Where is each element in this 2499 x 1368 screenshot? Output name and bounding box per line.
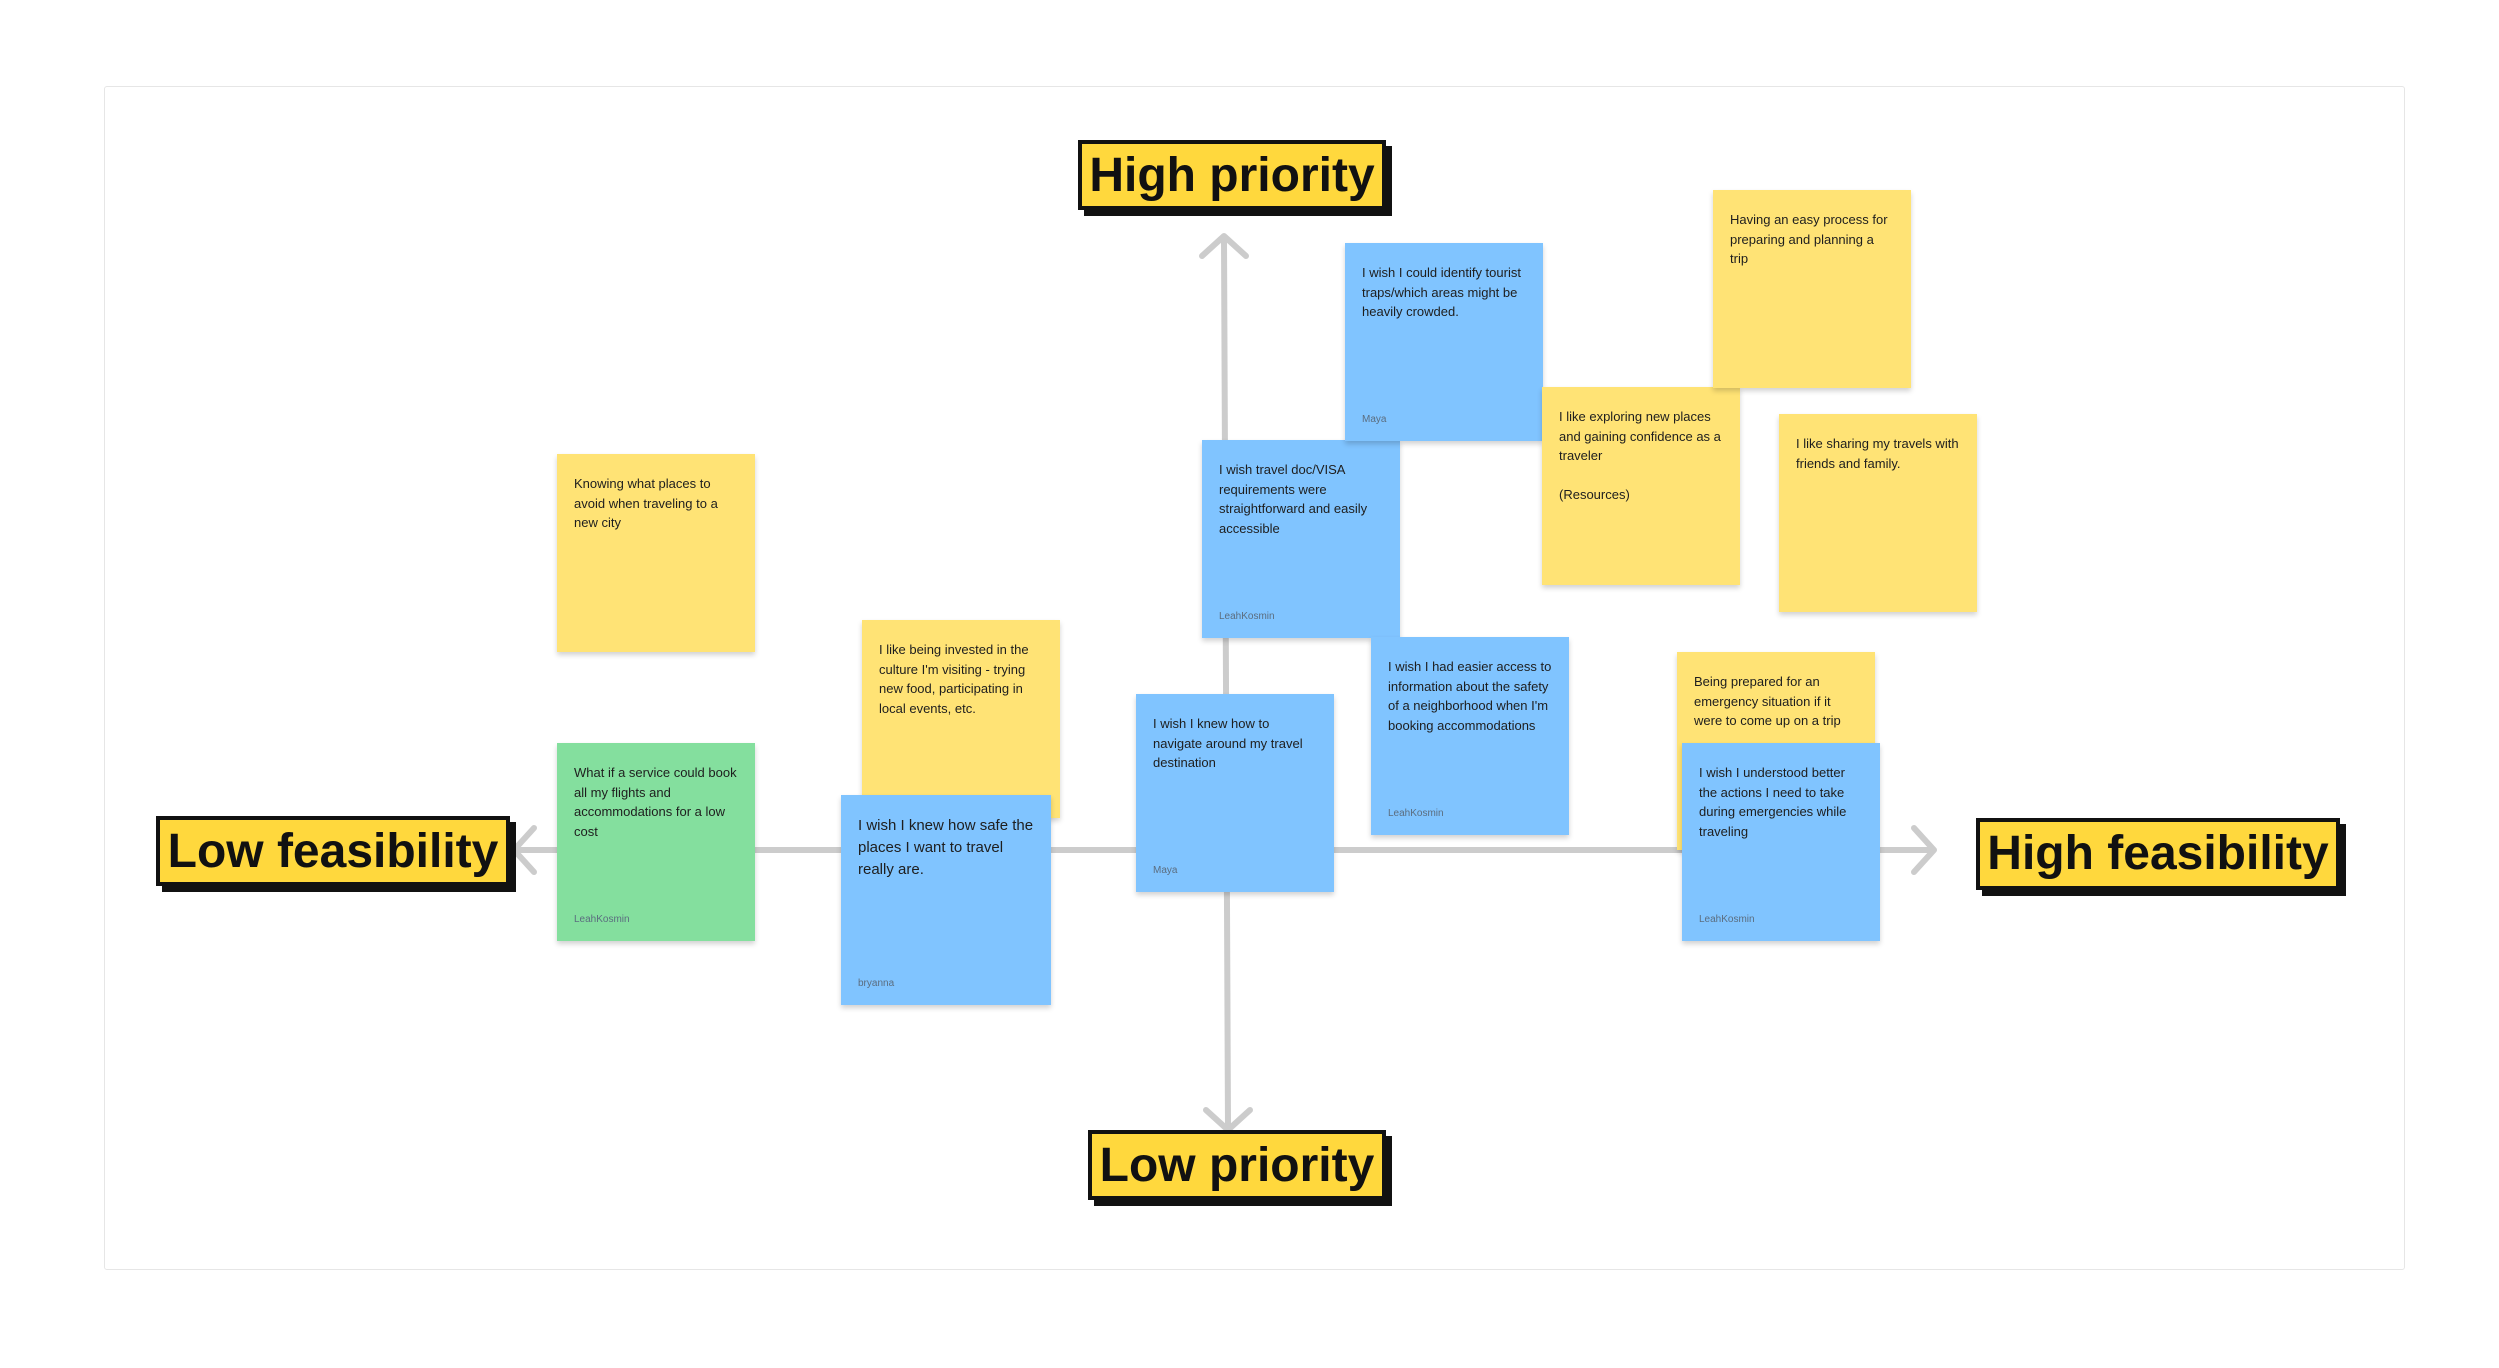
sticky-note[interactable]: I wish I had easier access to informatio… xyxy=(1371,637,1569,835)
sticky-note[interactable]: What if a service could book all my flig… xyxy=(557,743,755,941)
sticky-note-author: LeahKosmin xyxy=(1388,808,1444,819)
sticky-note-text: I wish I had easier access to informatio… xyxy=(1388,659,1555,733)
sticky-note[interactable]: I like exploring new places and gaining … xyxy=(1542,387,1740,585)
arrow-right-icon xyxy=(1911,825,1937,875)
sticky-note-text: Knowing what places to avoid when travel… xyxy=(574,476,722,530)
sticky-note[interactable]: I wish travel doc/VISA requirements were… xyxy=(1202,440,1400,638)
sticky-note-text: I like exploring new places and gaining … xyxy=(1559,409,1721,502)
sticky-note-author: Maya xyxy=(1153,865,1178,876)
low-feasibility-label[interactable]: Low feasibility xyxy=(156,816,510,886)
sticky-note-text: I like being invested in the culture I'm… xyxy=(879,642,1033,716)
sticky-note-text: Having an easy process for preparing and… xyxy=(1730,212,1892,266)
sticky-note[interactable]: I wish I knew how to navigate around my … xyxy=(1136,694,1334,892)
sticky-note-text: I like sharing my travels with friends a… xyxy=(1796,436,1963,471)
sticky-note[interactable]: I like being invested in the culture I'm… xyxy=(862,620,1060,818)
sticky-note[interactable]: I wish I could identify tourist traps/wh… xyxy=(1345,243,1543,441)
sticky-note-author: LeahKosmin xyxy=(1219,611,1275,622)
sticky-note-text: I wish travel doc/VISA requirements were… xyxy=(1219,462,1371,536)
low-priority-label[interactable]: Low priority xyxy=(1088,1130,1386,1200)
high-priority-label[interactable]: High priority xyxy=(1078,140,1386,210)
sticky-note-text: Being prepared for an emergency situatio… xyxy=(1694,674,1841,728)
sticky-note[interactable]: Knowing what places to avoid when travel… xyxy=(557,454,755,652)
sticky-note-author: LeahKosmin xyxy=(574,914,630,925)
arrow-up-icon xyxy=(1199,233,1249,259)
sticky-note[interactable]: Having an easy process for preparing and… xyxy=(1713,190,1911,388)
sticky-note-text: I wish I knew how to navigate around my … xyxy=(1153,716,1307,770)
sticky-note-text: I wish I understood better the actions I… xyxy=(1699,765,1851,839)
sticky-note-author: LeahKosmin xyxy=(1699,914,1755,925)
sticky-note[interactable]: I like sharing my travels with friends a… xyxy=(1779,414,1977,612)
sticky-note-text: What if a service could book all my flig… xyxy=(574,765,741,839)
sticky-note-text: I wish I knew how safe the places I want… xyxy=(858,817,1038,878)
vertical-axis-line xyxy=(1221,237,1231,1131)
arrow-left-icon xyxy=(511,825,537,875)
high-feasibility-label[interactable]: High feasibility xyxy=(1976,818,2340,890)
sticky-note[interactable]: I wish I knew how safe the places I want… xyxy=(841,795,1051,1005)
sticky-note-author: Maya xyxy=(1362,414,1387,425)
sticky-note-text: I wish I could identify tourist traps/wh… xyxy=(1362,265,1525,319)
sticky-note[interactable]: I wish I understood better the actions I… xyxy=(1682,743,1880,941)
whiteboard-frame xyxy=(104,86,2405,1270)
sticky-note-author: bryanna xyxy=(858,978,895,989)
